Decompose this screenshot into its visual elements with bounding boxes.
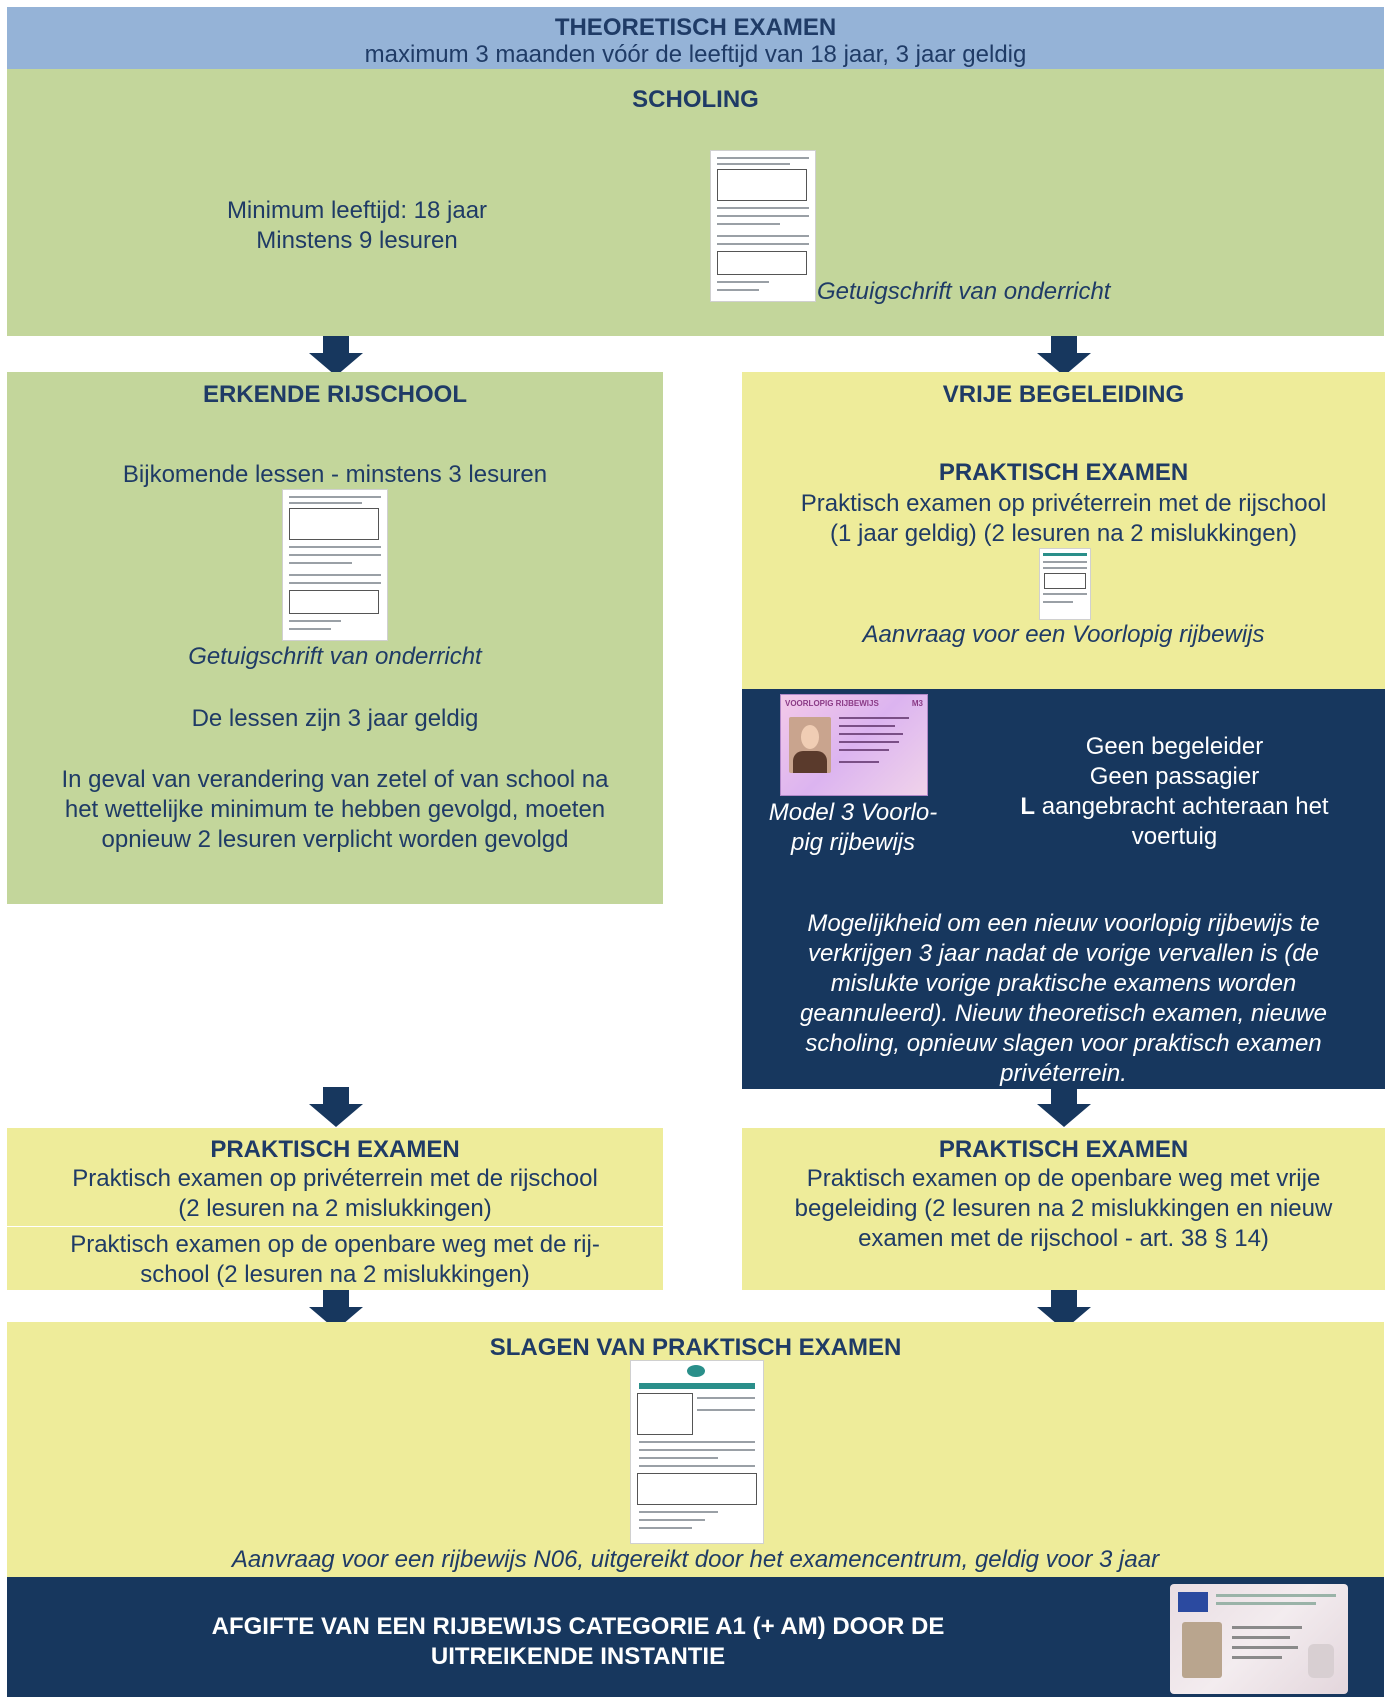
n06-aanvraag-document-thumbnail [630, 1360, 764, 1544]
scholing-min-hours: Minstens 9 lesuren [256, 227, 458, 254]
praktisch-right-line1: Praktisch examen op de openbare weg met … [806, 1165, 1321, 1192]
arrow-down-icon [1037, 1290, 1091, 1330]
slagen-title: SLAGEN VAN PRAKTISCH EXAMEN [489, 1334, 902, 1361]
erkende-rijschool-title: ERKENDE RIJSCHOOL [202, 381, 468, 408]
voorlopig-note-line1: Mogelijkheid om een nieuw voorlopig rijb… [807, 910, 1320, 937]
praktisch-left-line1: Praktisch examen op privéterrein met de … [72, 1165, 598, 1192]
getuigschrift-document-thumbnail [282, 489, 388, 641]
slagen-caption: Aanvraag voor een rijbewijs N06, uitgere… [231, 1546, 1160, 1573]
slagen-box: SLAGEN VAN PRAKTISCH EXAMEN Aanvraag voo… [7, 1322, 1384, 1577]
voorlopig-note-line4: geannuleerd). Nieuw theoretisch examen, … [800, 1000, 1327, 1027]
voorlopig-note-line2: verkrijgen 3 jaar nadat de vorige verval… [808, 940, 1319, 967]
praktisch-left-title: PRAKTISCH EXAMEN [210, 1136, 460, 1163]
vrije-exam-line2: (1 jaar geldig) (2 lesuren na 2 mislukki… [830, 520, 1297, 547]
arrow-down-icon [1037, 336, 1091, 376]
aanvraag-document-thumbnail [1039, 548, 1091, 620]
rijbewijs-card-image [1170, 1584, 1348, 1694]
praktisch-examen-left-box: PRAKTISCH EXAMEN Praktisch examen op pri… [7, 1128, 663, 1290]
afgifte-box: AFGIFTE VAN EEN RIJBEWIJS CATEGORIE A1 (… [7, 1577, 1384, 1697]
arrow-down-icon [309, 336, 363, 376]
scholing-doc-caption: Getuigschrift van onderricht [817, 278, 1111, 305]
voorlopig-rule3: L aangebracht achteraan het [964, 792, 1385, 822]
afgifte-line1: AFGIFTE VAN EEN RIJBEWIJS CATEGORIE A1 (… [211, 1613, 945, 1640]
praktisch-left-line4: school (2 lesuren na 2 mislukkingen) [140, 1261, 530, 1288]
erkende-change-line1: In geval van verandering van zetel of va… [61, 766, 609, 793]
voorlopig-rijbewijs-box: VOORLOPIG RIJBEWIJS M3 Model 3 Voorlo- p… [742, 689, 1385, 1089]
card-code-text: M3 [911, 699, 923, 708]
voorlopig-note-line3: mislukte vorige praktische examens worde… [830, 970, 1297, 997]
vrije-exam-line1: Praktisch examen op privéterrein met de … [800, 490, 1327, 517]
erkende-extra-lessons: Bijkomende lessen - minstens 3 lesuren [122, 461, 548, 488]
card-photo-icon [1182, 1622, 1222, 1678]
scholing-min-age: Minimum leeftijd: 18 jaar [226, 197, 488, 224]
voorlopig-note-line6: privéterrein. [1000, 1060, 1127, 1087]
voorlopig-rule3-text: aangebracht achteraan het [1035, 793, 1329, 820]
l-plate-letter: L [1020, 793, 1036, 820]
scholing-box: SCHOLING Minimum leeftijd: 18 jaar Minst… [7, 69, 1384, 336]
card-photo-icon [789, 717, 831, 773]
praktisch-right-line3: examen met de rijschool - art. 38 § 14) [858, 1225, 1269, 1252]
eu-flag-icon [1178, 1592, 1208, 1612]
theoretisch-examen-title: THEORETISCH EXAMEN [554, 14, 837, 41]
vrije-begeleiding-title: VRIJE BEGELEIDING [942, 381, 1185, 408]
erkende-doc-caption: Getuigschrift van onderricht [188, 643, 482, 670]
praktisch-examen-right-box: PRAKTISCH EXAMEN Praktisch examen op de … [742, 1128, 1385, 1290]
voorlopig-model-line2: pig rijbewijs [790, 829, 916, 856]
afgifte-line2: UITREIKENDE INSTANTIE [430, 1643, 726, 1670]
voorlopig-model-line1: Model 3 Voorlo- [768, 799, 938, 826]
voorlopig-rijbewijs-card-image: VOORLOPIG RIJBEWIJS M3 [780, 694, 928, 796]
erkende-change-line3: opnieuw 2 lesuren verplicht worden gevol… [101, 826, 569, 853]
theoretisch-examen-subtitle: maximum 3 maanden vóór de leeftijd van 1… [364, 41, 1027, 68]
theoretisch-examen-box: THEORETISCH EXAMEN maximum 3 maanden vóó… [7, 7, 1384, 69]
arrow-down-icon [309, 1290, 363, 1330]
erkende-validity: De lessen zijn 3 jaar geldig [191, 705, 479, 732]
vrije-exam-title: PRAKTISCH EXAMEN [938, 459, 1189, 486]
voorlopig-rule1: Geen begeleider [1085, 733, 1264, 760]
scholing-title: SCHOLING [632, 86, 759, 113]
praktisch-right-title: PRAKTISCH EXAMEN [938, 1136, 1189, 1163]
praktisch-right-line2: begeleiding (2 lesuren na 2 mislukkingen… [794, 1195, 1333, 1222]
voorlopig-note-line5: scholing, opnieuw slagen voor praktisch … [805, 1030, 1322, 1057]
erkende-rijschool-box: ERKENDE RIJSCHOOL Bijkomende lessen - mi… [7, 372, 663, 904]
vrije-doc-caption: Aanvraag voor een Voorlopig rijbewijs [862, 621, 1265, 648]
divider [7, 1226, 663, 1227]
voorlopig-rule4: voertuig [1131, 823, 1218, 850]
voorlopig-rule2: Geen passagier [1089, 763, 1260, 790]
arrow-down-icon [309, 1087, 363, 1127]
praktisch-left-line3: Praktisch examen op de openbare weg met … [70, 1231, 600, 1258]
praktisch-left-line2: (2 lesuren na 2 mislukkingen) [178, 1195, 492, 1222]
erkende-change-line2: het wettelijke minimum te hebben gevolgd… [64, 796, 606, 823]
vrije-begeleiding-box: VRIJE BEGELEIDING PRAKTISCH EXAMEN Prakt… [742, 372, 1385, 689]
card-header-text: VOORLOPIG RIJBEWIJS [785, 699, 879, 708]
getuigschrift-document-thumbnail [710, 150, 816, 302]
arrow-down-icon [1037, 1087, 1091, 1127]
